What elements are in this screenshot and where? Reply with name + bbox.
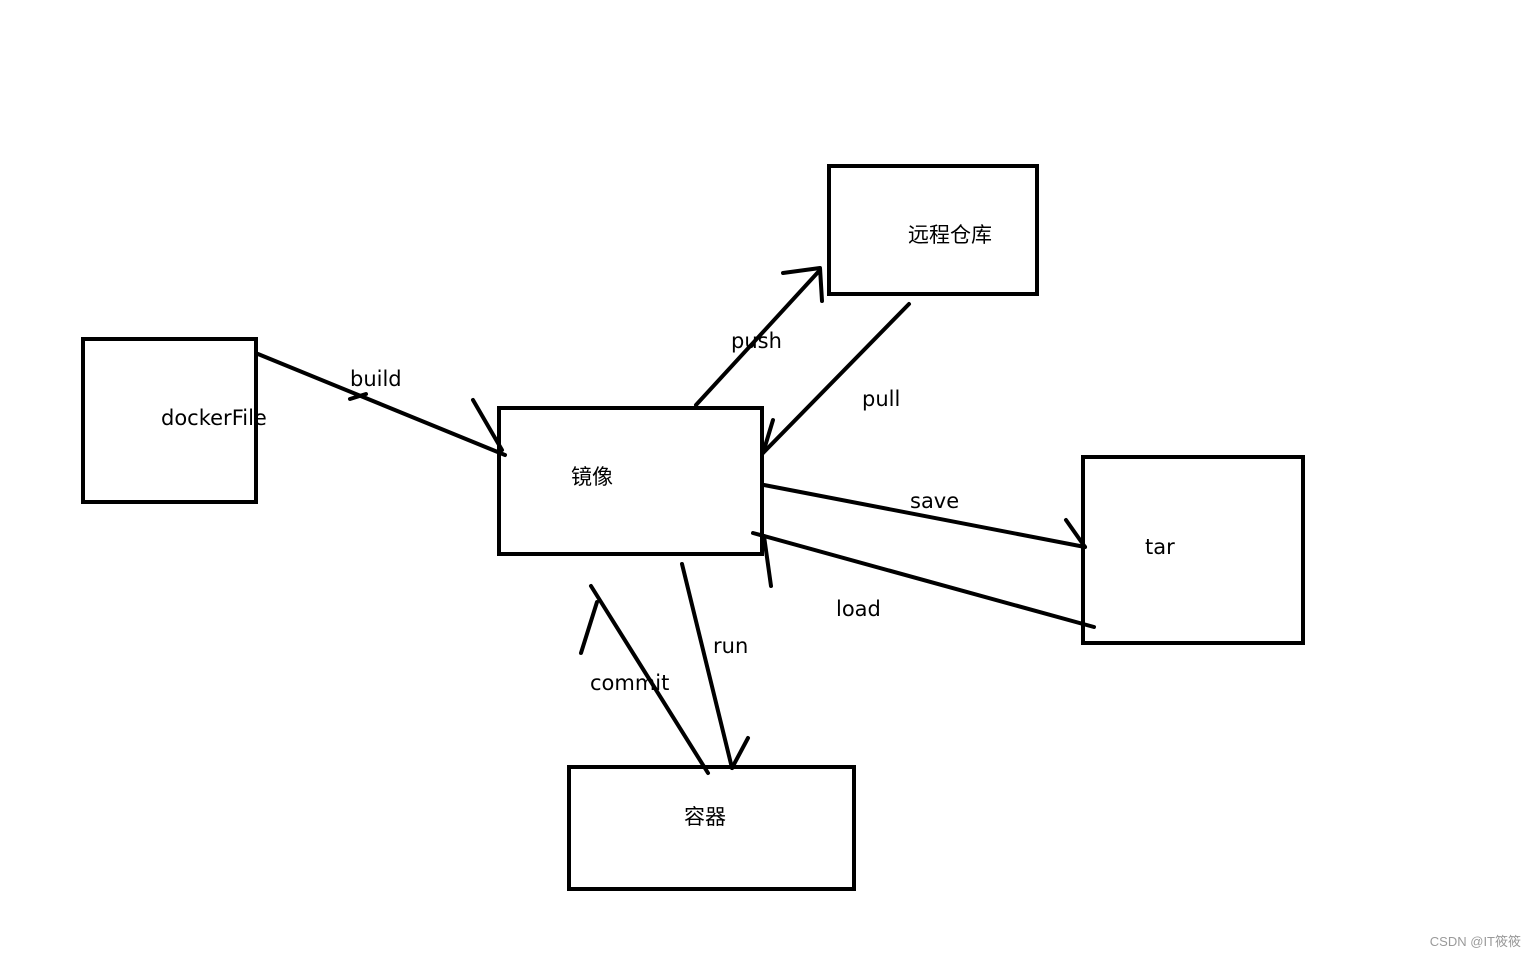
node-container [567, 765, 856, 891]
edge-build [256, 352, 507, 457]
watermark-text: CSDN @IT筱筱 [1429, 934, 1521, 949]
edge-load-label: load [836, 597, 881, 621]
edge-commit-line [589, 584, 710, 775]
edge-commit-label: commit [590, 671, 669, 695]
edge-pull-label: pull [862, 387, 900, 411]
edge-save-line [762, 483, 1087, 549]
edge-pull-line [761, 302, 911, 455]
node-registry [827, 164, 1039, 296]
edge-save-label: save [910, 489, 959, 513]
edge-load-line [751, 531, 1096, 629]
edge-run-arrowhead [730, 736, 750, 770]
edge-push-line [694, 268, 822, 407]
node-tar-box [1081, 455, 1305, 645]
edge-push [694, 266, 824, 407]
node-container-label: 容器 [684, 805, 726, 829]
edge-build-line [256, 352, 507, 457]
edge-run-line [680, 562, 734, 770]
edge-build-label: build [350, 367, 402, 391]
edge-push-label: push [731, 329, 782, 353]
edge-run-label: run [713, 634, 748, 658]
node-registry-box [827, 164, 1039, 296]
node-dockerfile-label: dockerFile [161, 406, 267, 430]
edge-build-tick [348, 392, 368, 401]
node-image-label: 镜像 [571, 465, 613, 489]
edge-save-arrowhead [1064, 518, 1087, 549]
edge-load-arrowhead [762, 534, 773, 588]
node-registry-label: 远程仓库 [908, 223, 992, 247]
edge-pull [761, 302, 911, 455]
node-tar [1081, 455, 1305, 645]
node-container-box [567, 765, 856, 891]
node-image-box [497, 406, 764, 556]
edge-run [680, 562, 750, 770]
node-dockerfile [81, 337, 258, 504]
edge-commit-arrowhead [579, 600, 599, 655]
edge-build-arrowhead [471, 398, 504, 452]
node-dockerfile-box [81, 337, 258, 504]
edge-load [751, 531, 1096, 629]
node-tar-label: tar [1145, 535, 1175, 559]
node-image [497, 406, 764, 556]
edge-pull-arrowhead [761, 418, 775, 455]
edge-push-arrowhead [781, 266, 824, 303]
edge-commit [579, 584, 710, 775]
edge-save [762, 483, 1087, 549]
